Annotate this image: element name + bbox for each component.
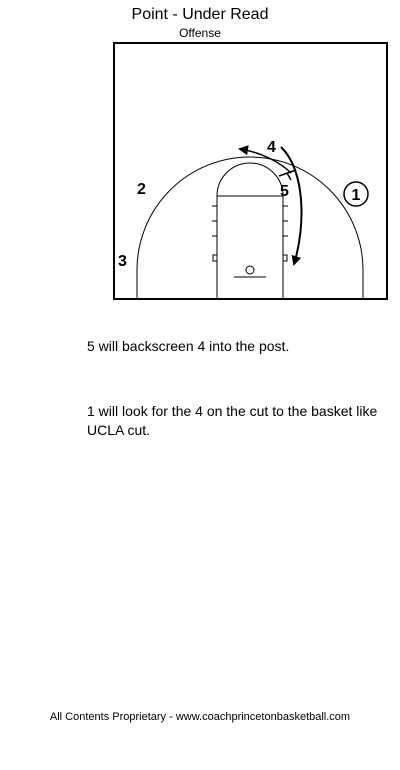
court-boundary — [113, 42, 388, 300]
player-3-label: 3 — [118, 253, 127, 270]
player-1-ball-circle — [343, 181, 369, 207]
three-point-arc — [136, 156, 364, 299]
lane — [216, 195, 284, 299]
basket — [245, 265, 255, 275]
player-2-label: 2 — [137, 181, 146, 198]
left-block — [212, 254, 218, 262]
court-diagram: 4 5 2 3 1 — [113, 42, 388, 300]
player-4-cut-path — [280, 146, 303, 266]
right-block — [282, 254, 288, 262]
lane-hash-marks — [212, 205, 288, 237]
player-5-screen-path — [238, 145, 292, 174]
screen-marker — [278, 169, 297, 181]
player-5-label: 5 — [280, 183, 289, 200]
page-title: Point - Under Read — [131, 6, 269, 23]
free-throw-circle — [216, 162, 284, 197]
player-1-label: 1 — [352, 187, 361, 204]
description-line-1: 5 will backscreen 4 into the post. — [87, 338, 290, 354]
page-subtitle: Offense — [179, 26, 221, 40]
player-4-label: 4 — [267, 139, 276, 156]
footer-copyright: All Contents Proprietary - www.coachprin… — [49, 711, 351, 723]
description-line-2: 1 will look for the 4 on the cut to the … — [87, 403, 378, 438]
